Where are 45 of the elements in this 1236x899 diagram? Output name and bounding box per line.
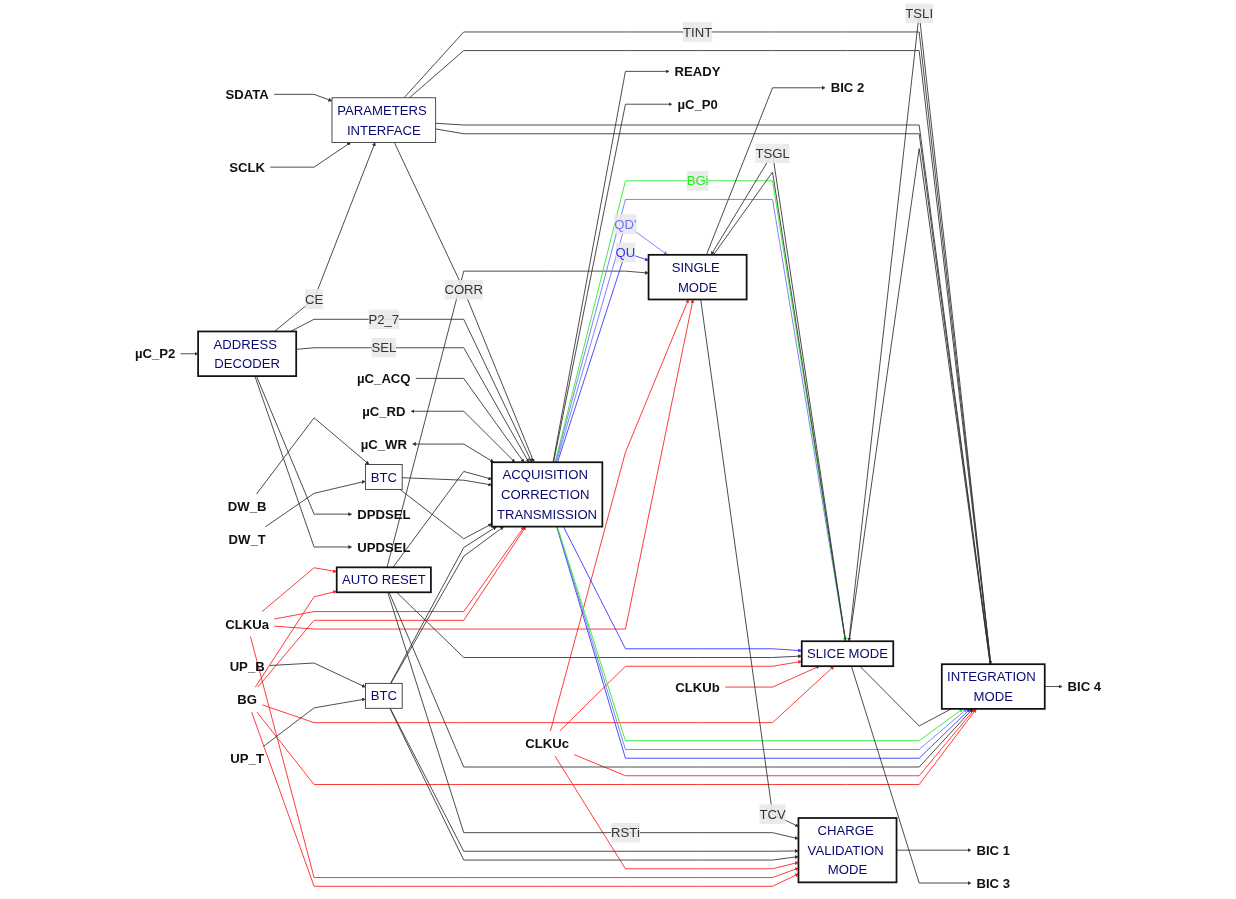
connector: [859, 665, 952, 727]
node-box: BTC: [365, 682, 403, 709]
node-text: µC_P0: [677, 96, 718, 112]
edge-label: TCV: [759, 806, 786, 822]
node-text: READY: [674, 64, 721, 79]
node-text: µC_ACQ: [357, 371, 411, 386]
node-text: BG: [237, 692, 258, 707]
node-text: DW_T: [228, 532, 266, 547]
node-text: BIC 3: [976, 875, 1011, 891]
node-text: UPDSEL: [357, 539, 411, 555]
node-text: µC_RD: [362, 404, 406, 419]
node-text: SDATA: [225, 87, 269, 102]
node-text: SCLK: [229, 159, 266, 175]
edge-label: QU: [615, 245, 636, 260]
node-text: µC_WR: [360, 436, 407, 452]
node-text: CLKUb: [675, 679, 720, 695]
node-box: SLICE MODE: [800, 640, 895, 668]
node-text: BIC 2: [830, 80, 865, 96]
edge-label: RSTi: [611, 825, 640, 840]
edge-label: TSLI: [905, 6, 934, 21]
edge-label: SEL: [371, 340, 397, 355]
node-text: UP_B: [229, 659, 265, 675]
node-text: BIC 1: [976, 842, 1011, 858]
node-box: ACQUISITION CORRECTION TRANSMISSION: [490, 461, 604, 528]
node-box: CHARGE VALIDATION MODE: [797, 817, 898, 884]
node-box: ADDRESS DECODER: [197, 330, 298, 377]
node-text: DW_B: [227, 499, 267, 514]
node-box: BTC: [365, 464, 403, 490]
node-box: SINGLE MODE: [647, 253, 748, 301]
edge-label: TINT: [683, 24, 713, 40]
node-box: INTEGRATION MODE: [940, 663, 1046, 710]
node-text: CLKUa: [225, 616, 270, 632]
node-text: UP_T: [230, 751, 264, 767]
node-box: AUTO RESET: [335, 566, 432, 594]
edge-label: BGi: [686, 173, 709, 189]
edge-label: P2_7: [368, 312, 400, 327]
node-text: µC_P2: [134, 346, 176, 361]
node-text: CLKUc: [525, 736, 569, 751]
edge-label: TSGL: [755, 146, 790, 161]
node-text: DPDSEL: [357, 506, 411, 522]
edge-label: CE: [304, 291, 324, 307]
node-text: BIC 4: [1067, 679, 1102, 694]
edge-label: QD': [614, 216, 637, 232]
edge-label: CORR: [444, 282, 484, 297]
node-box: PARAMETERS INTERFACE: [331, 97, 437, 143]
